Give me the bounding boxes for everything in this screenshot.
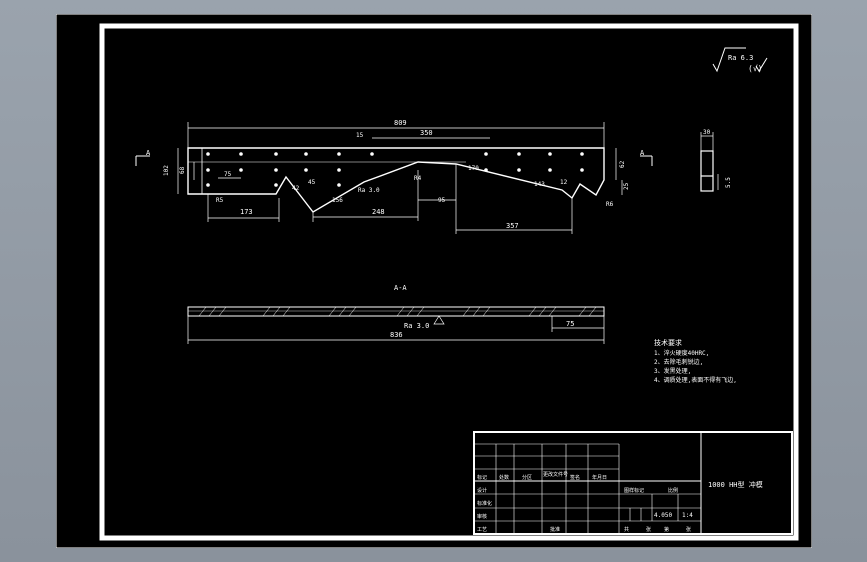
view-arrow-left	[135, 155, 150, 166]
dim-top-15: 15	[356, 132, 364, 139]
title-header-4: 更改文件号	[543, 471, 568, 478]
title-header-6: 年月日	[592, 474, 607, 481]
dim-side-width: 30	[703, 129, 711, 136]
title-footer-4: 张	[686, 526, 691, 533]
dim-angle-45: 45	[308, 179, 316, 186]
title-row-2: 标准化	[477, 500, 492, 507]
dim-section-right: 75	[566, 320, 574, 328]
roughness-symbol	[712, 47, 768, 73]
dim-angle-143: 143	[534, 181, 545, 188]
dim-side-small: 5.5	[725, 177, 732, 188]
title-block	[473, 431, 793, 535]
dim-section-length: 836	[390, 331, 403, 339]
outer-frame	[56, 14, 812, 548]
title-footer-3: 第	[664, 526, 669, 533]
title-stage-label: 图样标记	[624, 487, 644, 494]
title-weight: 4.050	[654, 512, 672, 519]
notch-roughness: Ra 3.0	[358, 187, 380, 194]
tech-title: 技术要求	[654, 338, 682, 347]
mounting-holes	[206, 152, 584, 187]
title-approve: 批准	[550, 526, 560, 533]
tech-item-2: 2、去除毛刺锐边,	[654, 358, 703, 366]
dim-angle-42: 42	[292, 185, 300, 192]
dim-len-173: 173	[240, 208, 253, 216]
technical-drawing: Ra 6.3 (√) 809 350 15	[56, 14, 812, 548]
title-row-1: 设计	[477, 487, 487, 494]
roughness-value: Ra 6.3	[728, 54, 753, 62]
dim-hole-spacing: 75	[224, 171, 232, 178]
section-roughness: Ra 3.0	[404, 322, 429, 330]
dim-radius-r6: R6	[606, 201, 614, 208]
tech-item-3: 3、发黑处理,	[654, 367, 691, 375]
view-arrow-label-right: A	[640, 149, 645, 157]
title-footer-2: 张	[646, 526, 651, 533]
dim-angle-12: 12	[560, 179, 568, 186]
dimension-lines	[177, 122, 623, 234]
title-scale-label: 比例	[668, 487, 678, 494]
view-arrow-right	[640, 155, 653, 166]
section-view	[187, 306, 605, 317]
dim-height-right-small: 25	[623, 182, 630, 190]
section-hatching	[198, 306, 597, 317]
drawing-title: 1000 HH型 冲模	[708, 480, 763, 489]
title-header-2: 处数	[499, 474, 509, 481]
title-header-5: 签名	[570, 474, 580, 481]
section-label: A-A	[394, 284, 407, 292]
view-arrow-label-left: A	[146, 149, 151, 157]
dim-len-248: 248	[372, 208, 385, 216]
title-row-4: 工艺	[477, 527, 487, 533]
dim-len-357: 357	[506, 222, 519, 230]
dim-len-95: 95	[438, 197, 446, 204]
title-scale: 1:4	[682, 512, 693, 519]
title-header-3: 分区	[522, 474, 532, 481]
drawing-sheet: Ra 6.3 (√) 809 350 15	[56, 14, 812, 548]
dim-inner-length: 350	[420, 129, 433, 137]
section-dimensions	[187, 315, 605, 344]
dim-radius-r5: R5	[216, 197, 224, 204]
dim-height-left: 68	[179, 166, 186, 174]
title-header-1: 标记	[477, 474, 487, 481]
dim-radius-r4: R4	[414, 175, 422, 182]
tech-item-1: 1、淬火硬度40HRC,	[654, 349, 709, 357]
part-outline	[187, 147, 605, 213]
dim-height-right: 62	[619, 160, 626, 168]
dim-overall-length: 809	[394, 119, 407, 127]
dim-angle-170: 170	[468, 165, 479, 172]
title-row-3: 审核	[477, 513, 487, 520]
tech-item-4: 4、调质处理,表面不得有飞边,	[654, 376, 737, 384]
dim-angle-156: 156	[332, 197, 343, 204]
dim-height-total: 102	[163, 165, 170, 176]
side-view	[700, 132, 719, 192]
roughness-paren: (√)	[748, 64, 762, 73]
inner-frame	[99, 23, 799, 541]
title-footer-1: 共	[624, 526, 629, 533]
